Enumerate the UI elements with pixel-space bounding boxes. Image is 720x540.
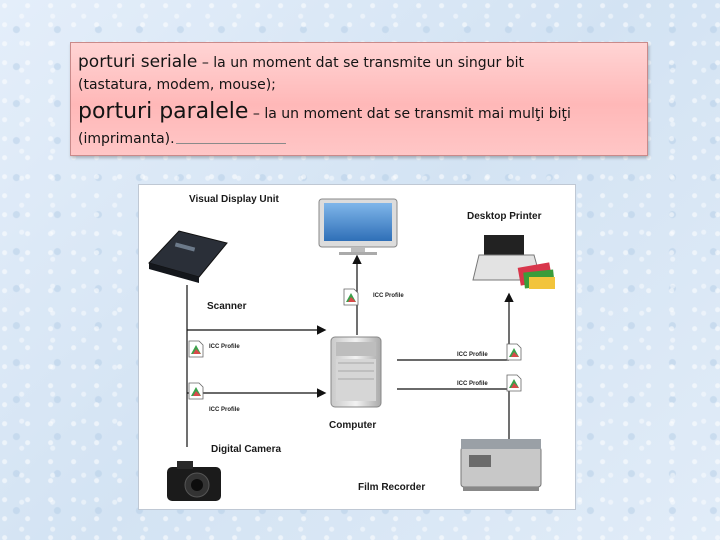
diagram-canvas: Visual Display Unit Desktop Printer Scan… — [139, 185, 577, 511]
desktop-printer-label: Desktop Printer — [467, 211, 542, 222]
icc-profile-icon — [507, 344, 521, 360]
color-management-diagram: Visual Display Unit Desktop Printer Scan… — [138, 184, 576, 510]
film-recorder-icon — [461, 439, 541, 491]
computer-tower-icon — [331, 337, 381, 407]
digital-camera-label: Digital Camera — [211, 444, 281, 455]
serial-ports-line: porturi seriale – la un moment dat se tr… — [78, 51, 641, 74]
printer-icon — [473, 235, 555, 289]
icc-profile-icon — [344, 289, 358, 305]
serial-ports-term: porturi seriale — [78, 52, 197, 72]
digital-camera-icon — [167, 461, 221, 501]
parallel-ports-line: porturi paralele – la un moment dat se t… — [78, 98, 641, 128]
icc-profile-label: ICC Profile — [373, 293, 404, 299]
serial-ports-description: – la un moment dat se transmite un singu… — [197, 55, 524, 71]
icc-profile-icon — [189, 383, 203, 399]
parallel-ports-description: – la un moment dat se transmit mai mulţi… — [248, 106, 570, 122]
icc-profile-label: ICC Profile — [457, 381, 488, 387]
scanner-label: Scanner — [207, 301, 247, 312]
computer-label: Computer — [329, 420, 376, 431]
serial-ports-examples: (tastatura, modem, mouse); — [78, 74, 641, 96]
scanner-icon — [149, 231, 227, 283]
icc-profile-icon — [507, 375, 521, 391]
parallel-ports-term: porturi paralele — [78, 99, 248, 124]
visual-display-unit-label: Visual Display Unit — [189, 194, 280, 205]
icc-profile-label: ICC Profile — [209, 407, 240, 413]
icc-profile-label: ICC Profile — [457, 352, 488, 358]
icc-profile-label: ICC Profile — [209, 344, 240, 350]
parallel-ports-examples: (imprimanta). — [78, 128, 641, 150]
film-recorder-label: Film Recorder — [358, 482, 425, 493]
definition-textbox: porturi seriale – la un moment dat se tr… — [70, 42, 648, 156]
monitor-icon — [319, 199, 397, 255]
underline-decoration — [176, 143, 286, 144]
icc-profile-icon — [189, 341, 203, 357]
